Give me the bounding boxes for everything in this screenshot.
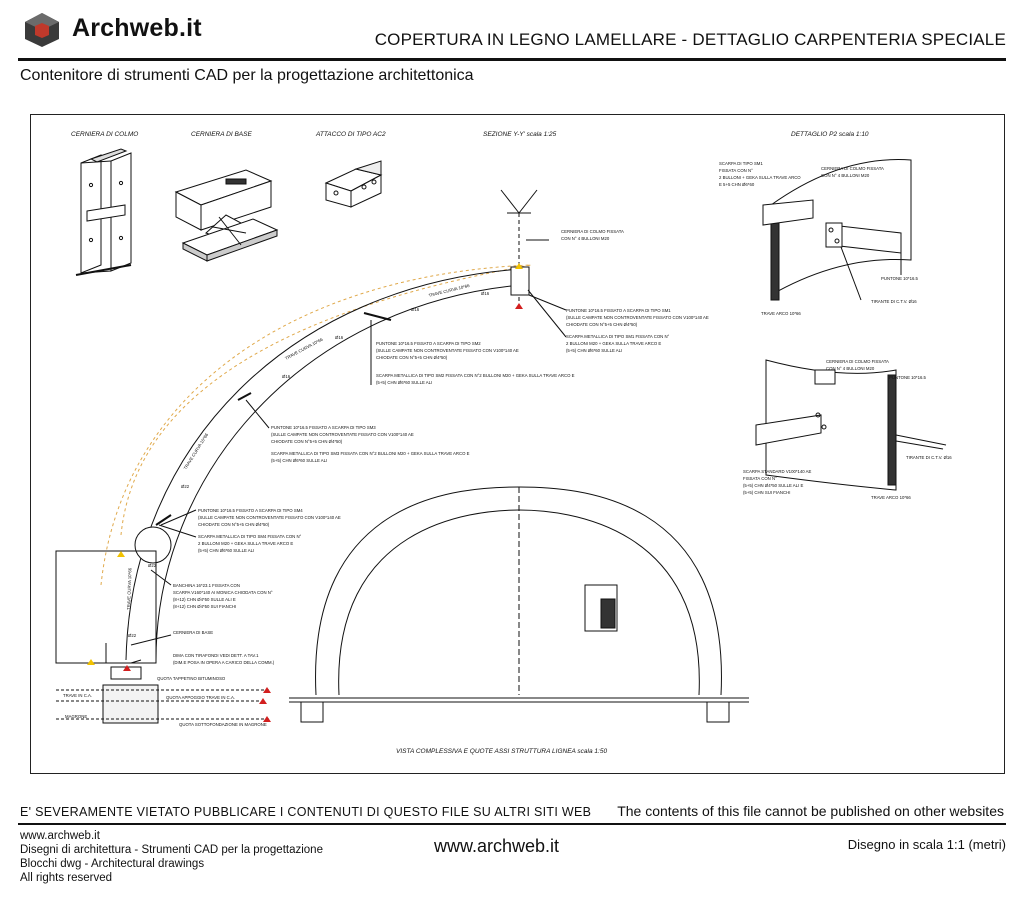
footer-link[interactable]: www.archweb.it xyxy=(20,830,100,842)
d1-trave: TRAVE ARCO 10*66 xyxy=(761,311,801,316)
marker-5: Ø22 xyxy=(181,484,190,489)
trave-curva-vert: TRAVE CURVA 10*66 xyxy=(126,567,132,610)
drawing-frame: CERNIERA DI COLMO CERNIERA DI BASE ATTAC… xyxy=(30,114,1005,774)
header-divider xyxy=(18,58,1006,61)
warning-english: The contents of this file cannot be publ… xyxy=(617,803,1004,819)
note-puntone-sm2: PUNTONE 10*16.5 FISSATO A SCARPA DI TIPO… xyxy=(376,341,519,360)
cad-drawing: CERNIERA DI COLMO CERNIERA DI BASE ATTAC… xyxy=(55,131,952,755)
attacco-ac2-3d xyxy=(324,160,383,208)
d1-puntone: PUNTONE 10*16.5 xyxy=(881,276,919,281)
warning-italian: E' SEVERAMENTE VIETATO PUBBLICARE I CONT… xyxy=(20,805,592,819)
note-puntone-sm1: PUNTONE 10*16.5 FISSATO A SCARPA DI TIPO… xyxy=(566,308,709,327)
marker-1: Ø16 xyxy=(411,307,420,312)
vista-complessiva: VISTA COMPLESSIVA E QUOTE ASSI STRUTTURA… xyxy=(289,486,749,755)
page-subtitle: Contenitore di strumenti CAD per la prog… xyxy=(20,67,474,84)
logo-text[interactable]: Archweb.it xyxy=(72,14,202,42)
note-puntone-sm4: PUNTONE 10*16.5 FISSATO A SCARPA DI TIPO… xyxy=(198,508,341,527)
arch-section: Ø16 Ø16 Ø16 Ø16 Ø22 Ø22 Ø22 TRAVE CURVA … xyxy=(55,189,538,724)
footer-line: Blocchi dwg - Architectural drawings xyxy=(20,858,205,870)
label-trave-ca: TRAVE IN C.A. xyxy=(63,693,92,698)
cerniera-base-3d xyxy=(174,169,279,262)
title-attacco: ATTACCO DI TIPO AC2 xyxy=(315,131,386,138)
trave-curva-low: TRAVE CURVA 10*66 xyxy=(183,432,210,471)
quota-appoggio: QUOTA APPOGGIO TRAVE IN C.A. xyxy=(166,695,235,700)
page-title: COPERTURA IN LEGNO LAMELLARE - DETTAGLIO… xyxy=(374,30,1006,49)
footer-divider xyxy=(18,823,1006,825)
cerniera-colmo-3d xyxy=(75,148,132,276)
note-scarpa-sm4: SCARPA METALLICA DI TIPO SM4 FISSATA CON… xyxy=(198,534,302,553)
note-cerniera-base: CERNIERA DI BASE xyxy=(173,630,213,635)
d2-puntone: PUNTONE 10*16.5 xyxy=(889,375,927,380)
note-scarpa-sm2: SCARPA METALLICA DI TIPO SM2 FISSATA CON… xyxy=(376,373,575,385)
trave-curva-top: TRAVE CURVA 10*66 xyxy=(428,283,471,298)
footer-info: www.archweb.it Disegni di architettura -… xyxy=(20,829,323,885)
vista-title: VISTA COMPLESSIVA E QUOTE ASSI STRUTTURA… xyxy=(396,748,607,755)
title-dettaglio: DETTAGLIO P2 scala 1:10 xyxy=(791,131,869,138)
dettaglio-2 xyxy=(755,359,947,491)
note-dima: DIMA CON TIRAFONDI VEDI DETT. A TAV.1(DI… xyxy=(173,653,275,665)
archweb-logo-icon[interactable] xyxy=(22,12,62,48)
title-sezione: SEZIONE Y-Y' scala 1:25 xyxy=(483,131,557,138)
d2-tirante: TIRANTE DI C.T.V. Ø16 xyxy=(906,455,952,460)
marker-7: Ø22 xyxy=(128,633,137,638)
label-magrone: MAGRONE xyxy=(65,714,87,719)
d2-trave: TRAVE ARCO 10*66 xyxy=(871,495,911,500)
footer-line: Disegni di architettura - Strumenti CAD … xyxy=(20,844,323,856)
quota-sottofondazione: QUOTA SOTTOFONDAZIONE IN MAGRONE xyxy=(179,722,267,727)
title-cerniera-colmo: CERNIERA DI COLMO xyxy=(71,131,138,138)
dettaglio-1 xyxy=(762,159,912,301)
footer-line: All rights reserved xyxy=(20,872,113,884)
marker-6: Ø22 xyxy=(148,563,157,568)
note-puntone-sm3: PUNTONE 10*16.5 FISSATO A SCARPA DI TIPO… xyxy=(271,425,414,444)
title-cerniera-base: CERNIERA DI BASE xyxy=(191,131,252,138)
footer-website-link[interactable]: www.archweb.it xyxy=(434,836,560,856)
quota-tappetino: QUOTA TAPPETINO BITUMINOSO xyxy=(157,676,226,681)
marker-2: Ø16 xyxy=(481,291,490,296)
marker-4: Ø16 xyxy=(282,374,291,379)
note-scarpa-sm3: SCARPA METALLICA DI TIPO SM3 FISSATA CON… xyxy=(271,451,470,463)
scale-note: Disegno in scala 1:1 (metri) xyxy=(847,837,1006,852)
note-scarpa-sm1: SCARPA METALLICA DI TIPO SM1 FISSATA CON… xyxy=(566,334,670,353)
marker-3: Ø16 xyxy=(335,335,344,340)
d1-tirante: TIRANTE DI C.T.V. Ø16 xyxy=(871,299,917,304)
